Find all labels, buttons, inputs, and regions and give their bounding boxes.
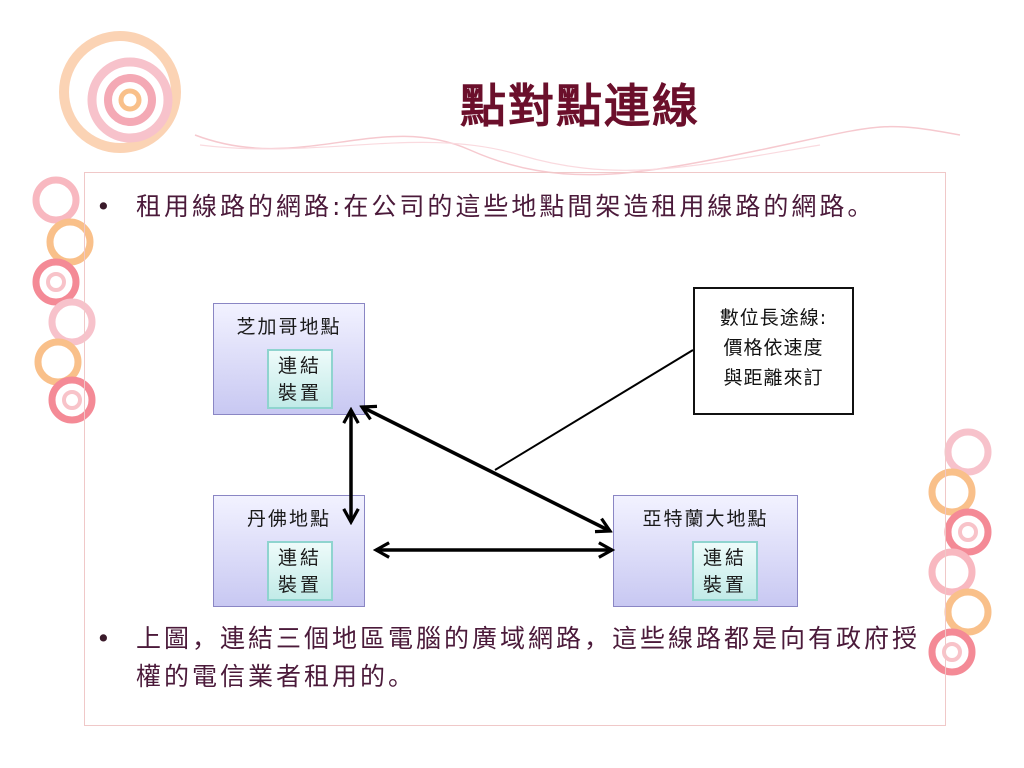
bullet-wan-description: • 上圖，連結三個地區電腦的廣域網路，這些線路都是向有政府授權的電信業者租用的。	[96, 620, 936, 696]
note-line: 數位長途線:	[719, 307, 828, 329]
site-label: 丹佛地點	[246, 508, 331, 530]
note-line: 與距離來訂	[723, 367, 824, 389]
device-label-line: 裝置	[277, 382, 322, 404]
site-atlanta: 亞特蘭大地點 連結 裝置	[613, 495, 798, 607]
device-label-line: 連結	[702, 547, 747, 569]
device-label-line: 連結	[277, 355, 322, 377]
content-frame	[84, 172, 946, 726]
device-label-line: 連結	[277, 547, 322, 569]
site-chicago: 芝加哥地點 連結 裝置	[213, 303, 365, 415]
callout-note: 數位長途線: 價格依速度 與距離來訂	[693, 287, 854, 415]
site-label: 芝加哥地點	[236, 316, 342, 338]
connection-device: 連結 裝置	[692, 541, 758, 601]
device-label-line: 裝置	[702, 574, 747, 596]
site-label: 亞特蘭大地點	[642, 508, 769, 530]
note-line: 價格依速度	[723, 337, 824, 359]
connection-device: 連結 裝置	[267, 349, 333, 409]
bullet-marker: •	[96, 624, 114, 653]
site-denver: 丹佛地點 連結 裝置	[213, 495, 365, 607]
connection-device: 連結 裝置	[267, 541, 333, 601]
bullet-marker: •	[96, 192, 114, 221]
device-label-line: 裝置	[277, 574, 322, 596]
bullet-leased-lines: • 租用線路的網路:在公司的這些地點間架造租用線路的網路。	[96, 188, 936, 226]
bullet-text: 上圖，連結三個地區電腦的廣域網路，這些線路都是向有政府授權的電信業者租用的。	[136, 624, 921, 691]
bullet-text: 租用線路的網路:在公司的這些地點間架造租用線路的網路。	[136, 192, 876, 221]
slide-title: 點對點連線	[460, 79, 700, 133]
